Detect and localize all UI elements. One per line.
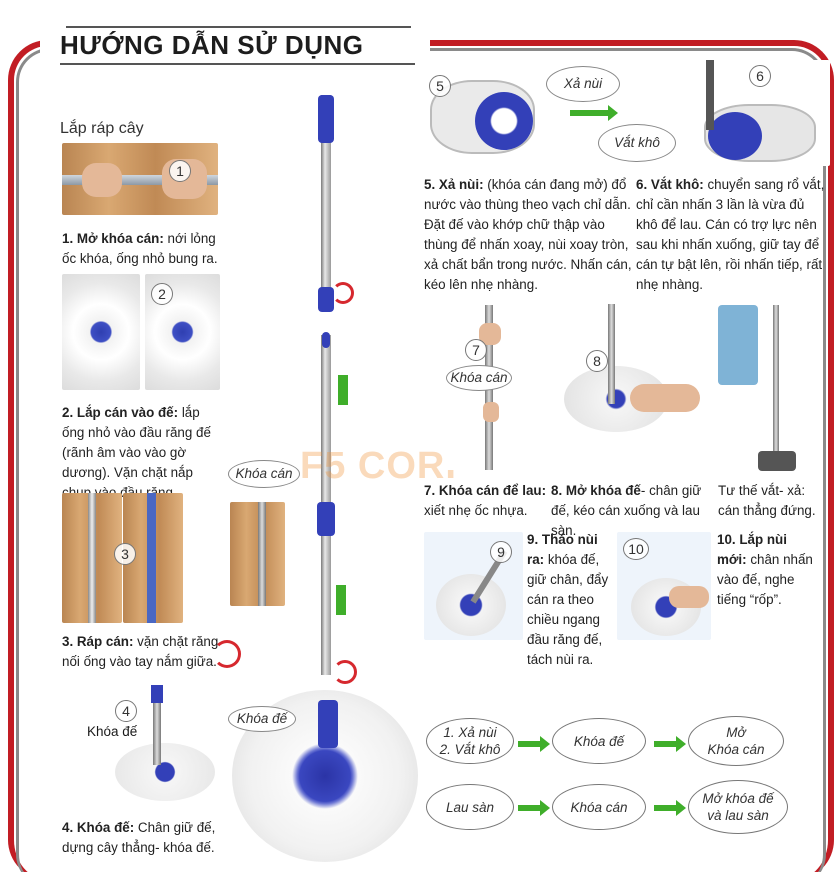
step9-photo: 9 <box>424 532 523 640</box>
page-title: HƯỚNG DẪN SỬ DỤNG <box>60 30 364 60</box>
flow-row1-c-line1: Mở <box>726 725 746 740</box>
step7-text: 7. Khóa cán để lau: xiết nhẹ ốc nhựa. <box>424 481 554 521</box>
step6-heading: 6. Vắt khô: <box>636 177 704 192</box>
step3-body: vặn chặt răng nối ống vào tay nắm giữa. <box>62 634 219 669</box>
step9-body: khóa đế, giữ chân, đẩy cán ra theo chiều… <box>527 552 609 667</box>
step7-badge: 7 <box>465 339 487 361</box>
flow-row1-c-line2: Khóa cán <box>707 742 765 757</box>
step6-photo: 6 <box>678 60 830 166</box>
flow-row2-c-line1: Mở khóa đế <box>702 791 774 806</box>
flow-row1-a-line1: 1. Xả nùi <box>443 725 497 740</box>
step10-photo: 10 <box>617 532 711 640</box>
step10-badge: 10 <box>623 538 649 560</box>
step4-lock-label: Khóa đế <box>87 724 138 739</box>
assembly-section-title: Lắp ráp cây <box>60 120 144 137</box>
spin-dry-callout: Vắt khô <box>598 124 676 162</box>
step4-text: 4. Khóa đế: Chân giữ đế, dựng cây thẳng-… <box>62 818 237 858</box>
step5-text: 5. Xả nùi: (khóa cán đang mở) đổ nước và… <box>424 175 634 295</box>
rotate-arrow-icon <box>213 640 241 668</box>
main-mop-head-joint <box>318 700 338 748</box>
rotate-arrow-icon <box>333 660 357 684</box>
flow-row2-a-text: Lau sàn <box>445 799 495 815</box>
flow-row1-step-c: Mở Khóa cán <box>688 716 784 766</box>
step6-text: 6. Vắt khô: chuyển sang rổ vắt, chỉ cần … <box>636 175 828 295</box>
step10-body: chân nhấn vào đế, nghe tiếng “rốp”. <box>717 552 813 607</box>
step9-text: 9. Tháo nùi ra: khóa đế, giữ chân, đẩy c… <box>527 530 617 670</box>
main-lock-handle-callout: Khóa cán <box>228 460 300 488</box>
step3-photo-b <box>123 493 183 623</box>
step3-badge: 3 <box>114 543 136 565</box>
step6-body: chuyển sang rổ vắt, chỉ cần nhấn 3 lần l… <box>636 177 825 292</box>
step7-lock-callout: Khóa cán <box>446 365 512 391</box>
step1-badge: 1 <box>169 160 191 182</box>
flow-row2-step-b: Khóa cán <box>552 784 646 830</box>
flow-row1-a-line2: 2. Vắt khô <box>439 742 501 757</box>
title-background <box>40 20 430 70</box>
step2-photo-b: 2 <box>145 274 220 390</box>
mop-handle-grip <box>318 95 334 143</box>
rotate-arrow-icon <box>332 282 354 304</box>
step4-body: Chân giữ đế, dựng cây thẳng- khóa đế. <box>62 820 216 855</box>
step3-photo-a <box>62 493 122 623</box>
pose-text: Tư thế vắt- xả: cán thẳng đứng. <box>718 483 816 518</box>
flow-row2-b-text: Khóa cán <box>570 799 628 815</box>
main-lock-base-callout: Khóa đế <box>228 706 296 732</box>
step3-heading: 3. Ráp cán: <box>62 634 134 649</box>
step1-body: nới lỏng ốc khóa, ống nhỏ bung ra. <box>62 231 218 266</box>
mop-pole-joint-upper <box>318 287 334 312</box>
arrow-up-icon <box>338 375 348 405</box>
step9-heading: 9. Tháo nùi ra: <box>527 532 598 567</box>
pose-photo <box>718 305 798 473</box>
arrow-right-icon <box>654 736 686 752</box>
arrow-right-icon <box>518 736 550 752</box>
step2-text: 2. Lắp cán vào đế: lắp ống nhỏ vào đầu r… <box>62 403 224 503</box>
step5-badge: 5 <box>429 75 451 97</box>
f5corp-watermark: F5 CORP <box>300 445 472 487</box>
flow-row2-c-line2: và lau sàn <box>707 808 769 823</box>
step8-body: - chân giữ đế, kéo cán xuống và lau sàn. <box>551 483 702 538</box>
mop-lock-collar <box>317 502 335 536</box>
step10-text: 10. Lắp nùi mới: chân nhấn vào đế, nghe … <box>717 530 817 610</box>
mop-pole-tip <box>322 332 330 348</box>
step2-photo-a <box>62 274 140 390</box>
step4-badge: 4 <box>115 700 137 722</box>
step7-heading: 7. Khóa cán để lau: <box>424 483 547 498</box>
step8-heading: 8. Mở khóa đế <box>551 483 641 498</box>
title-rule-bottom <box>60 63 415 65</box>
step8-photo: 8 <box>560 304 702 434</box>
flow-row2-step-c: Mở khóa đế và lau sàn <box>688 780 788 834</box>
step3-text: 3. Ráp cán: vặn chặt răng nối ống vào ta… <box>62 632 227 672</box>
step6-badge: 6 <box>749 65 771 87</box>
arrow-right-icon <box>570 105 618 121</box>
flow-row1-step-a: 1. Xả nùi 2. Vắt khô <box>426 718 514 764</box>
step5-body: (khóa cán đang mở) đổ nước vào thùng the… <box>424 177 632 292</box>
flow-row1-b-text: Khóa đế <box>573 733 625 749</box>
lock-handle-detail-photo <box>230 502 285 606</box>
step9-badge: 9 <box>490 541 512 563</box>
arrow-right-icon <box>654 800 686 816</box>
title-rule-top <box>66 26 411 28</box>
arrow-down-icon <box>336 585 346 615</box>
flow-row1-step-b: Khóa đế <box>552 718 646 764</box>
step7-body: xiết nhẹ ốc nhựa. <box>424 503 528 518</box>
step1-heading: 1. Mở khóa cán: <box>62 231 164 246</box>
step4-heading: 4. Khóa đế: <box>62 820 135 835</box>
step8-text: 8. Mở khóa đế- chân giữ đế, kéo cán xuốn… <box>551 481 719 541</box>
step5-photo: 5 <box>425 72 540 158</box>
rinse-callout: Xả nùi <box>546 66 620 102</box>
step8-badge: 8 <box>586 350 608 372</box>
step1-text: 1. Mở khóa cán: nới lỏng ốc khóa, ống nh… <box>62 229 222 269</box>
step2-badge: 2 <box>151 283 173 305</box>
step2-heading: 2. Lắp cán vào đế: <box>62 405 179 420</box>
step1-photo: 1 <box>62 143 218 215</box>
arrow-right-icon <box>518 800 550 816</box>
mop-pole-upper <box>321 95 331 295</box>
flow-row2-step-a: Lau sàn <box>426 784 514 830</box>
step5-heading: 5. Xả nùi: <box>424 177 484 192</box>
step10-heading: 10. Lắp nùi mới: <box>717 532 787 567</box>
